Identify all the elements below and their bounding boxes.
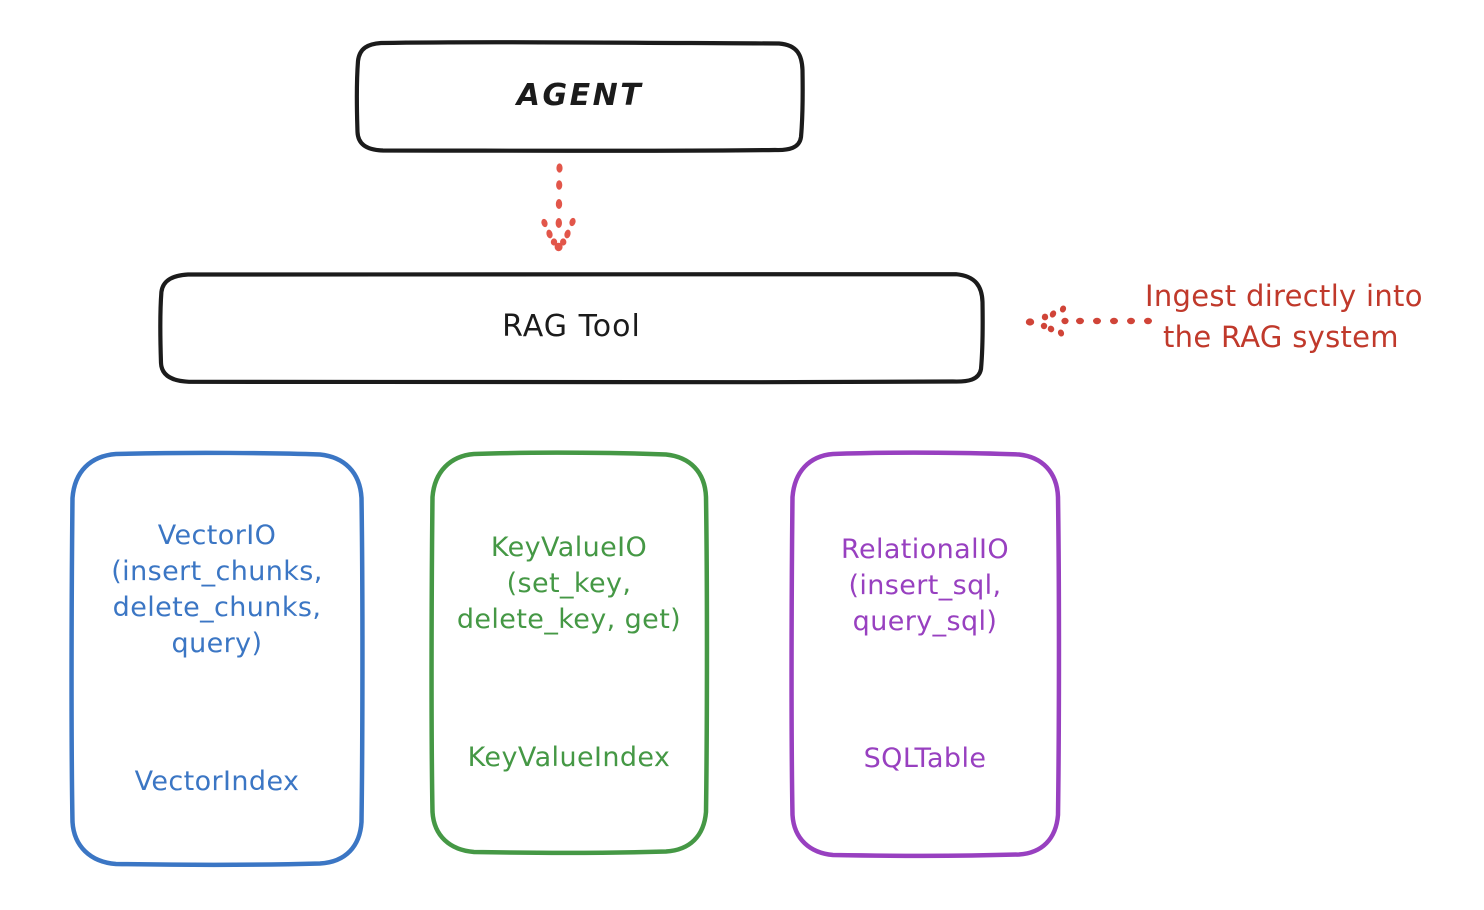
key-value-io-label: KeyValueIO (set_key, delete_key, get) Ke… [447,494,691,811]
agent-node[interactable]: AGENT [354,40,805,153]
relational-io-index-name: SQLTable [863,743,987,775]
relational-io-node[interactable]: RelationalIO (insert_sql, query_sql) SQL… [788,450,1062,859]
relational-io-signature: (insert_sql, query_sql) [848,569,1002,637]
vector-io-index-name: VectorIndex [134,765,300,797]
key-value-io-spacer [457,674,681,704]
key-value-io-node[interactable]: KeyValueIO (set_key, delete_key, get) Ke… [428,450,710,856]
ingest-annotation-line2: the RAG system [1163,320,1399,355]
vector-io-interface-name: VectorIO [157,520,277,552]
ingest-annotation-line1: Ingest directly into [1145,279,1423,313]
ingest-arrow [1025,305,1152,337]
relational-io-interface-name: RelationalIO [841,533,1009,565]
key-value-io-index-name: KeyValueIndex [467,741,671,773]
relational-io-spacer [841,675,1009,705]
vector-io-label: VectorIO (insert_chunks, delete_chunks, … [101,482,332,835]
relational-io-label: RelationalIO (insert_sql, query_sql) SQL… [831,496,1019,813]
key-value-io-signature: (set_key, delete_key, get) [456,568,682,636]
key-value-io-interface-name: KeyValueIO [490,532,648,564]
vector-io-signature: (insert_chunks, delete_chunks, query) [111,556,323,660]
vector-io-spacer [111,698,322,728]
vector-io-node[interactable]: VectorIO (insert_chunks, delete_chunks, … [68,450,366,868]
agent-to-rag-arrow [541,163,576,252]
ingest-annotation: Ingest directly into the RAG system [1145,276,1475,358]
agent-label: AGENT [516,78,644,114]
rag-tool-label: RAG Tool [502,309,641,345]
rag-tool-node[interactable]: RAG Tool [158,271,985,385]
